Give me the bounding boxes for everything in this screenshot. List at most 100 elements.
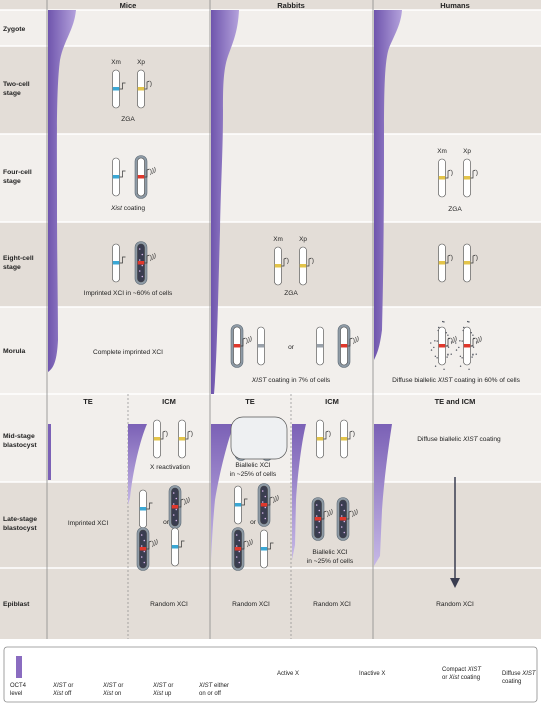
xist-on-arrow xyxy=(306,257,312,267)
active-x-chromosome xyxy=(234,485,248,525)
xist-on-arrow xyxy=(470,254,476,264)
subheaders: TE ICM TE ICM TE and ICM xyxy=(83,397,475,406)
xist-on-arrow xyxy=(185,430,191,440)
rna-squiggle xyxy=(186,497,188,505)
rna-squiggle xyxy=(453,336,455,344)
xist-on-arrow xyxy=(178,498,184,508)
xist-on-arrow xyxy=(445,254,451,264)
xist-locus-mark xyxy=(233,344,241,348)
legend-oct4-1: OCT4 xyxy=(10,683,27,689)
diffuse-speck xyxy=(436,340,438,342)
inactive-dot xyxy=(172,514,175,516)
inactive-dot xyxy=(343,509,346,512)
subheader-rabbit-icm: ICM xyxy=(325,397,339,406)
caption-human-mid: Diffuse biallelic XIST coating xyxy=(417,436,501,443)
rna-squiggle xyxy=(273,496,275,504)
inactive-dot xyxy=(340,515,343,517)
active-x-chromosome xyxy=(299,246,314,286)
xist-locus-mark xyxy=(340,437,348,441)
xist-locus-mark xyxy=(316,344,324,348)
rna-squiggle xyxy=(352,510,354,518)
active-x-chromosome xyxy=(134,155,156,199)
rna-squiggle xyxy=(451,254,453,262)
diffuse-speck xyxy=(459,365,462,367)
xist-off-arrow xyxy=(119,170,126,178)
xist-locus-mark xyxy=(112,87,120,91)
xist-off-arrow xyxy=(146,502,153,510)
column-separators xyxy=(46,0,374,639)
xist-off-arrow xyxy=(241,498,248,506)
row-label-late-blastocyst-1: Late-stage xyxy=(3,516,37,523)
rna-squiggle xyxy=(156,538,158,546)
label-xm-human: Xm xyxy=(437,148,447,155)
rna-squiggle xyxy=(166,430,168,438)
rna-squiggle xyxy=(249,539,251,547)
label-or-rabbit-late: or xyxy=(250,519,257,526)
active-x-chromosome xyxy=(316,326,324,366)
rna-squiggle xyxy=(353,430,355,438)
diffuse-speck xyxy=(434,365,437,367)
diffuse-speck xyxy=(450,353,452,355)
active-x-chromosome xyxy=(257,326,265,366)
inactive-dot xyxy=(140,545,143,547)
xist-locus-mark xyxy=(139,547,147,551)
subheader-mouse-icm: ICM xyxy=(162,397,176,406)
diffuse-speck xyxy=(458,346,460,349)
active-x-chromosome xyxy=(153,419,168,459)
xist-locus-mark xyxy=(316,437,324,441)
diffuse-speck xyxy=(436,357,438,359)
label-xp-rabbit: Xp xyxy=(299,236,307,243)
inactive-dot xyxy=(315,504,318,506)
xist-on-arrow xyxy=(144,168,150,178)
diffuse-speck xyxy=(455,342,457,344)
legend-xist-on-1: XIST or xyxy=(102,683,123,689)
caption-rabbit-late-icm-1: Biallelic XCI xyxy=(312,549,347,556)
xist-off-arrow xyxy=(178,540,185,548)
row-bg-eight-cell xyxy=(0,222,541,307)
xist-on-arrow xyxy=(445,337,451,347)
rna-squiggle xyxy=(353,337,355,345)
inactive-dot xyxy=(235,534,238,536)
diffuse-speck xyxy=(447,334,449,336)
xist-locus-mark xyxy=(340,344,348,348)
legend-xist-off-1: XIST or xyxy=(52,683,73,689)
label-xp-human: Xp xyxy=(463,148,471,155)
xist-locus-mark xyxy=(112,175,120,179)
xist-on-arrow xyxy=(346,510,352,520)
row-label-eight-cell-2: stage xyxy=(3,264,21,271)
diffuse-speck xyxy=(472,354,474,356)
row-label-zygote: Zygote xyxy=(3,26,25,33)
xist-locus-mark xyxy=(137,175,145,179)
rna-squiggle xyxy=(154,539,156,547)
oct4-levels xyxy=(48,10,402,566)
xist-locus-mark xyxy=(153,437,161,441)
active-x-chromosome xyxy=(274,246,289,286)
row-bg-morula xyxy=(0,307,541,394)
diffuse-speck xyxy=(445,332,447,334)
rna-squiggle xyxy=(476,169,478,177)
xist-off-arrow xyxy=(267,542,274,550)
inactive-dot xyxy=(264,495,267,498)
row-bg-late-blastocyst xyxy=(0,482,541,568)
rna-squiggle xyxy=(451,337,453,345)
caption-human-morula: Diffuse biallelic XIST coating in 60% of… xyxy=(392,377,521,384)
legend-oct4-2: level xyxy=(10,691,22,697)
rna-squiggle xyxy=(191,430,193,438)
inactive-dot xyxy=(264,517,267,520)
header-bg xyxy=(0,0,541,10)
rna-squiggle xyxy=(331,508,333,516)
active-x-chromosome xyxy=(438,243,453,283)
oct4-mouse-te xyxy=(48,424,51,480)
xist-off-arrow xyxy=(119,82,126,90)
label-xp-mouse: Xp xyxy=(137,59,145,66)
caption-human-epiblast: Random XCI xyxy=(436,601,474,608)
inactive-dot xyxy=(343,531,346,534)
rna-squiggle xyxy=(152,167,154,175)
rna-squiggle xyxy=(188,496,190,504)
xist-locus-mark xyxy=(171,505,179,509)
caption-rabbit-epiblast-te: Random XCI xyxy=(232,601,270,608)
caption-mouse-late-te: Imprinted XCI xyxy=(68,520,108,527)
diffuse-speck xyxy=(447,346,450,348)
xist-locus-mark xyxy=(137,261,145,265)
label-or-rabbit-morula: or xyxy=(288,344,295,351)
